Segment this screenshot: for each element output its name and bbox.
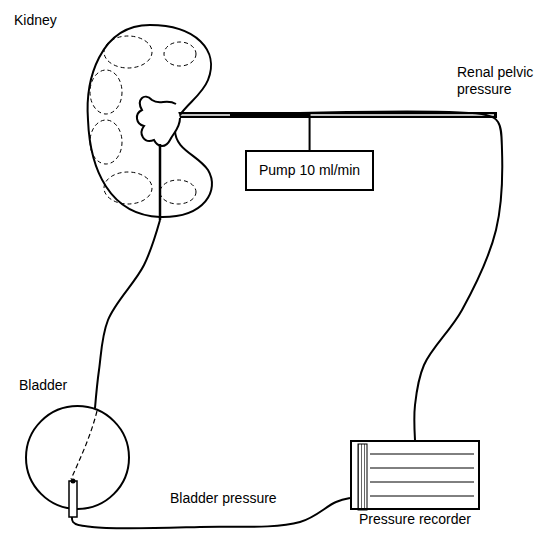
calyx-outline xyxy=(104,36,152,68)
calyx-outline xyxy=(104,172,152,204)
ureter-intramural xyxy=(71,411,97,479)
calyx-outline xyxy=(90,120,122,164)
catheter-tip xyxy=(71,479,76,484)
recorder-trace xyxy=(370,496,474,497)
node-label: Pump 10 ml/min xyxy=(259,162,360,179)
tube-connector xyxy=(230,111,502,440)
renal-pelvis xyxy=(137,97,180,146)
organ-node: Kidney xyxy=(80,20,230,220)
calyx-outline xyxy=(160,180,196,204)
recorder-trace xyxy=(370,454,474,455)
node-label: Pressure recorder xyxy=(352,511,478,528)
pump-box: Pump 10 ml/min xyxy=(245,150,374,191)
edge-label: Bladder pressure xyxy=(168,490,279,507)
calyx-outline xyxy=(90,70,122,114)
bladder-catheter xyxy=(69,481,77,517)
organ-node: Pressure recorder xyxy=(350,440,480,510)
node-outline xyxy=(25,405,130,510)
edge-label: Renal pelvic pressure xyxy=(455,64,541,98)
kidney-outline xyxy=(88,25,212,217)
recorder-trace xyxy=(370,482,474,483)
ureter-start xyxy=(159,144,162,220)
node-outline xyxy=(352,442,478,508)
catheter-lumen xyxy=(170,114,494,116)
recorder-drum xyxy=(358,444,367,510)
tube-connector xyxy=(95,220,160,408)
node-label: Bladder xyxy=(19,377,67,394)
tube-connector xyxy=(230,115,310,150)
organ-node: Bladder xyxy=(25,405,130,510)
recorder-trace xyxy=(370,468,474,469)
node-outline xyxy=(80,20,230,220)
calyx-outline xyxy=(164,42,196,66)
node-label: Kidney xyxy=(14,12,57,29)
